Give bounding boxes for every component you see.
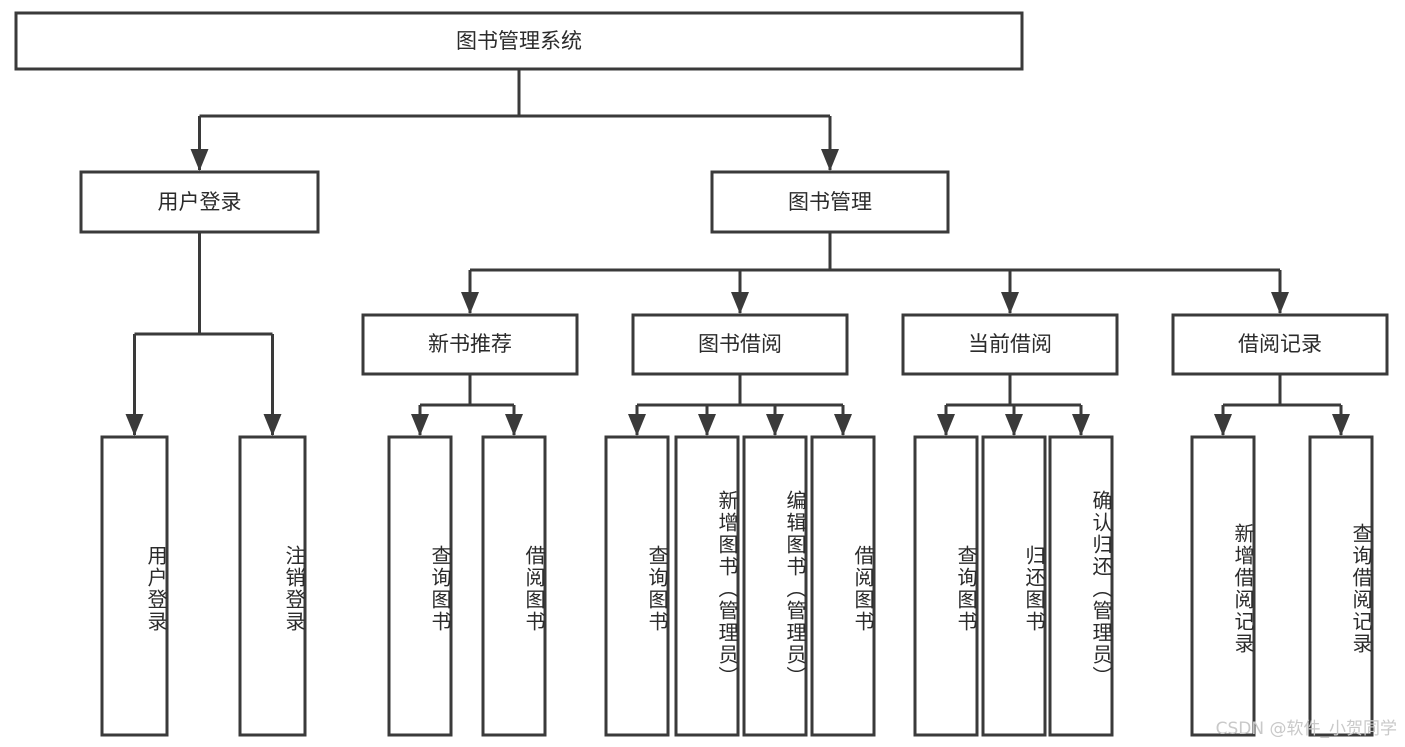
arrow-head-icon [1271, 292, 1289, 314]
node-box-leaf-confirm-return[interactable] [1048, 435, 1114, 737]
arrow-head-icon [125, 414, 144, 436]
arrow-head-icon [1072, 414, 1090, 436]
node-box-leaf-add-book[interactable] [674, 435, 740, 737]
arrow-head-icon [411, 414, 429, 436]
node-box-leaf-query-book-rec[interactable] [387, 435, 453, 737]
arrow-head-icon [263, 414, 282, 436]
node-box-leaf-query-book-current[interactable] [913, 435, 979, 737]
connectors-layer [125, 69, 1350, 436]
arrow-head-icon [628, 414, 646, 436]
arrow-head-icon [1001, 292, 1019, 314]
node-box-leaf-query-record[interactable] [1308, 435, 1374, 737]
arrow-head-icon [731, 292, 749, 314]
arrow-head-icon [937, 414, 955, 436]
node-box-leaf-add-record[interactable] [1190, 435, 1256, 737]
node-box-borrow-record[interactable] [1171, 313, 1389, 376]
node-box-book-manage[interactable] [710, 170, 950, 234]
arrow-head-icon [766, 414, 784, 436]
watermark: CSDN @软件_小贺同学 [1215, 719, 1397, 739]
arrow-head-icon [1214, 414, 1232, 436]
node-box-leaf-user-login[interactable] [100, 435, 169, 737]
boxes-layer [14, 11, 1389, 737]
arrow-head-icon [1005, 414, 1023, 436]
arrow-head-icon [461, 292, 479, 314]
node-box-leaf-edit-book[interactable] [742, 435, 808, 737]
arrow-head-icon [698, 414, 716, 436]
arrow-head-icon [834, 414, 852, 436]
arrow-head-icon [505, 414, 523, 436]
node-box-leaf-borrow-book[interactable] [810, 435, 876, 737]
node-box-leaf-return-book[interactable] [981, 435, 1047, 737]
node-box-book-borrow[interactable] [631, 313, 849, 376]
arrow-head-icon [1332, 414, 1350, 436]
node-box-user-login[interactable] [79, 170, 320, 234]
node-box-leaf-logout[interactable] [238, 435, 307, 737]
arrow-head-icon [190, 149, 209, 171]
node-box-leaf-query-book-borrow[interactable] [604, 435, 670, 737]
node-box-current-borrow[interactable] [901, 313, 1119, 376]
node-box-leaf-borrow-book-rec[interactable] [481, 435, 547, 737]
arrow-head-icon [821, 149, 839, 171]
node-box-new-book-recommend[interactable] [361, 313, 579, 376]
node-box-root[interactable] [14, 11, 1024, 71]
